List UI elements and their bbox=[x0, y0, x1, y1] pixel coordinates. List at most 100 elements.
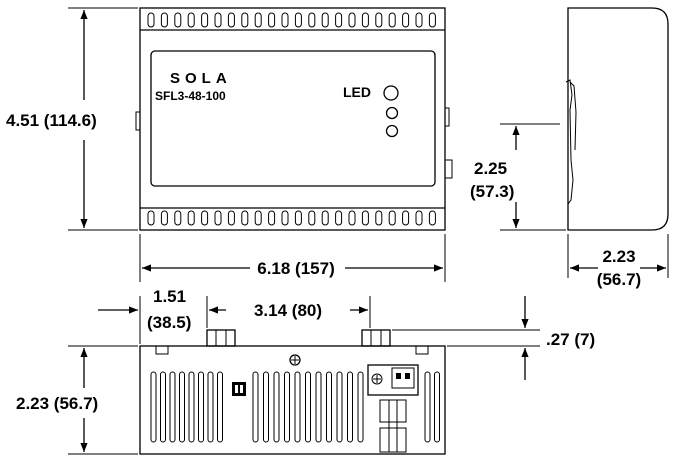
vent-slot bbox=[305, 371, 311, 443]
vent-slot bbox=[294, 210, 302, 226]
din-rail-clip bbox=[565, 79, 574, 205]
brand-logo: SOLA bbox=[170, 70, 232, 87]
vent-slot bbox=[268, 210, 276, 226]
vent-slot bbox=[198, 371, 204, 443]
bottom-depth-dimension: 2.23 (56.7) bbox=[16, 345, 138, 455]
bottom-offset-top: 1.51 bbox=[153, 287, 186, 306]
din-rail-clip-inner bbox=[569, 81, 577, 151]
label-panel bbox=[150, 50, 436, 187]
left-mount-clip bbox=[206, 329, 236, 347]
vent-slot bbox=[160, 210, 168, 226]
vent-slot bbox=[179, 371, 185, 443]
bottom-offset-bottom: (38.5) bbox=[147, 313, 191, 332]
right-side-notch bbox=[445, 107, 450, 127]
output-terminal-upper bbox=[379, 399, 407, 423]
vent-slot bbox=[402, 12, 410, 28]
model-number: SFL3-48-100 bbox=[155, 89, 226, 103]
vent-slot bbox=[188, 371, 195, 443]
vent-slot bbox=[415, 210, 423, 226]
vent-slot bbox=[273, 371, 280, 443]
front-height-label: 4.51 (114.6) bbox=[6, 111, 97, 130]
vent-slot bbox=[348, 12, 356, 28]
vent-slot bbox=[241, 12, 249, 28]
right-side-clip bbox=[445, 159, 453, 179]
bottom-spacing-dimension: 3.14 (80) bbox=[209, 296, 371, 328]
side-rail-height-dimension: 2.25 (57.3) bbox=[470, 123, 566, 231]
left-side-notch bbox=[135, 111, 140, 131]
vent-slot bbox=[294, 12, 302, 28]
vent-slot bbox=[375, 12, 383, 28]
terminal-block bbox=[367, 364, 419, 396]
led-indicator-1 bbox=[383, 85, 399, 101]
led-label: LED bbox=[343, 84, 371, 100]
side-housing bbox=[567, 7, 669, 231]
vent-slot bbox=[375, 210, 383, 226]
front-view: SOLA SFL3-48-100 LED bbox=[135, 7, 453, 231]
vent-slot bbox=[217, 371, 223, 443]
vent-slot bbox=[388, 210, 396, 226]
bottom-spacing-label: 3.14 (80) bbox=[254, 301, 322, 320]
vent-slot bbox=[147, 210, 155, 226]
bottom-vents bbox=[150, 371, 440, 443]
left-edge-tab bbox=[155, 345, 169, 355]
bottom-offset-dimension: 1.51 (38.5) bbox=[98, 287, 208, 344]
terminal-connector bbox=[391, 367, 415, 389]
vent-slot bbox=[160, 12, 168, 28]
vent-slot bbox=[388, 12, 396, 28]
right-edge-tab bbox=[415, 345, 429, 355]
side-depth-dimension: 2.23 (56.7) bbox=[567, 234, 669, 289]
vent-slot bbox=[361, 12, 369, 28]
vent-slot bbox=[335, 12, 343, 28]
vent-slot bbox=[147, 12, 155, 28]
right-mount-clip bbox=[361, 329, 391, 347]
vent-slot bbox=[321, 210, 329, 226]
vent-slot bbox=[227, 12, 235, 28]
output-terminal-lower bbox=[379, 427, 407, 453]
side-rail-height-top: 2.25 bbox=[474, 159, 507, 178]
vent-slot bbox=[174, 12, 182, 28]
side-depth-bottom: (56.7) bbox=[597, 270, 641, 289]
bottom-view bbox=[139, 329, 446, 455]
bottom-housing bbox=[139, 345, 446, 455]
vent-slot bbox=[263, 371, 269, 443]
vent-slot bbox=[402, 210, 410, 226]
front-housing bbox=[139, 7, 446, 231]
front-top-vents bbox=[147, 12, 436, 28]
vent-slot bbox=[214, 12, 222, 28]
vent-slot bbox=[160, 371, 166, 443]
front-bottom-vents bbox=[147, 210, 436, 226]
vent-slot bbox=[308, 210, 316, 226]
vent-slot bbox=[281, 210, 289, 226]
vent-slot bbox=[347, 371, 353, 443]
vent-slot bbox=[207, 371, 214, 443]
clip-height-label: .27 (7) bbox=[546, 330, 595, 349]
vent-slot bbox=[284, 371, 290, 443]
vent-slot bbox=[254, 210, 262, 226]
vent-slot bbox=[428, 210, 436, 226]
side-depth-top: 2.23 bbox=[602, 247, 635, 266]
side-rail-height-bottom: (57.3) bbox=[470, 182, 514, 201]
vent-slot bbox=[169, 371, 176, 443]
vent-slot bbox=[254, 12, 262, 28]
vent-slot bbox=[187, 12, 195, 28]
vent-slot bbox=[357, 371, 364, 443]
led-indicator-2 bbox=[385, 106, 399, 120]
clip-height-dimension: .27 (7) bbox=[392, 296, 595, 380]
vent-slot bbox=[201, 210, 209, 226]
vent-slot bbox=[201, 12, 209, 28]
vent-slot bbox=[361, 210, 369, 226]
vent-slot bbox=[335, 210, 343, 226]
vent-slot bbox=[294, 371, 301, 443]
vent-slot bbox=[428, 12, 436, 28]
vent-slot bbox=[241, 210, 249, 226]
vent-slot bbox=[150, 371, 157, 443]
vent-slot bbox=[336, 371, 343, 443]
vent-slot bbox=[268, 12, 276, 28]
vent-slot bbox=[424, 371, 431, 443]
side-view bbox=[565, 7, 669, 231]
vent-slot bbox=[434, 371, 440, 443]
led-indicator-3 bbox=[385, 124, 399, 138]
screw bbox=[289, 354, 301, 366]
vent-slot bbox=[214, 210, 222, 226]
